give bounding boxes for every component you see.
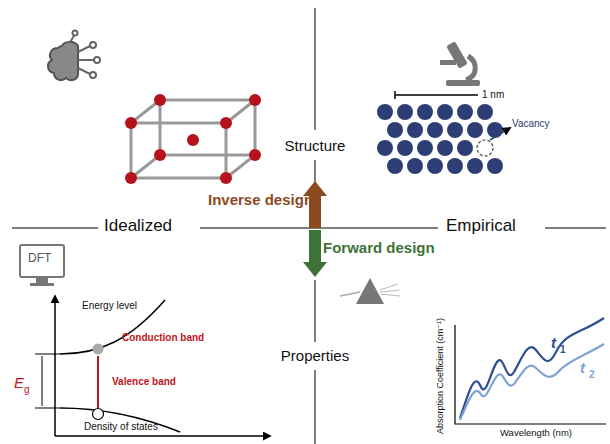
forward-arrowhead bbox=[303, 262, 327, 277]
atom bbox=[467, 122, 483, 138]
design-direction: Inverse design bbox=[208, 192, 313, 209]
axis-title: Properties bbox=[281, 348, 349, 365]
atom bbox=[487, 158, 503, 174]
atom bbox=[417, 104, 433, 120]
series-symbol: t bbox=[580, 360, 585, 377]
forward-arrow bbox=[309, 230, 321, 264]
axis-label: Density of states bbox=[84, 421, 158, 432]
ai-brain-icon bbox=[48, 31, 100, 81]
atom bbox=[477, 140, 493, 156]
atom bbox=[377, 140, 393, 156]
series-subscript: 1 bbox=[560, 344, 566, 355]
atom bbox=[447, 158, 463, 174]
absorption-plot bbox=[455, 318, 606, 424]
gap-transition bbox=[97, 356, 99, 408]
axis-label: Energy level bbox=[82, 300, 137, 311]
design-direction: Forward design bbox=[323, 240, 435, 257]
band-label: Conduction band bbox=[122, 332, 204, 343]
atom bbox=[457, 104, 473, 120]
band-label: Valence band bbox=[112, 376, 176, 387]
band-diagram bbox=[35, 296, 270, 436]
defect-label: Vacancy bbox=[512, 118, 550, 129]
atom bbox=[427, 158, 443, 174]
atom bbox=[477, 104, 493, 120]
atom bbox=[377, 104, 393, 120]
atom bbox=[427, 122, 443, 138]
series-symbol: t bbox=[551, 335, 556, 352]
prism-icon bbox=[340, 278, 400, 304]
atom bbox=[387, 122, 403, 138]
quadrant-title: Empirical bbox=[446, 217, 516, 236]
crystal-cube bbox=[131, 100, 255, 178]
atom bbox=[447, 122, 463, 138]
quadrant-title: Idealized bbox=[104, 217, 172, 236]
vacancy-leader bbox=[490, 128, 510, 140]
atom bbox=[457, 140, 473, 156]
scale-bar-tick bbox=[394, 91, 396, 99]
atom bbox=[407, 158, 423, 174]
hole bbox=[93, 409, 104, 420]
atom bbox=[437, 104, 453, 120]
atom bbox=[397, 104, 413, 120]
axis-title: Structure bbox=[285, 138, 346, 155]
axis-lines bbox=[12, 8, 606, 444]
scale-label: 1 nm bbox=[482, 89, 504, 100]
scale-bar bbox=[395, 94, 478, 96]
axis-label: Absorption Coefficient (cm⁻¹) bbox=[436, 318, 446, 434]
electron bbox=[93, 344, 104, 355]
atom bbox=[417, 140, 433, 156]
empirical-atoms bbox=[377, 104, 503, 174]
gap-symbol: E bbox=[14, 375, 24, 392]
microscope-icon bbox=[440, 41, 480, 86]
atom bbox=[407, 122, 423, 138]
computer-icon bbox=[20, 245, 64, 286]
atom bbox=[387, 158, 403, 174]
gap-subscript: g bbox=[24, 384, 30, 395]
icon-label: DFT bbox=[28, 252, 51, 265]
lattice-atoms bbox=[125, 94, 261, 184]
atom bbox=[487, 122, 503, 138]
atom bbox=[467, 158, 483, 174]
axis-label: Wavelength (nm) bbox=[500, 428, 572, 438]
atom bbox=[437, 140, 453, 156]
series-subscript: 2 bbox=[589, 369, 595, 380]
atom bbox=[397, 140, 413, 156]
